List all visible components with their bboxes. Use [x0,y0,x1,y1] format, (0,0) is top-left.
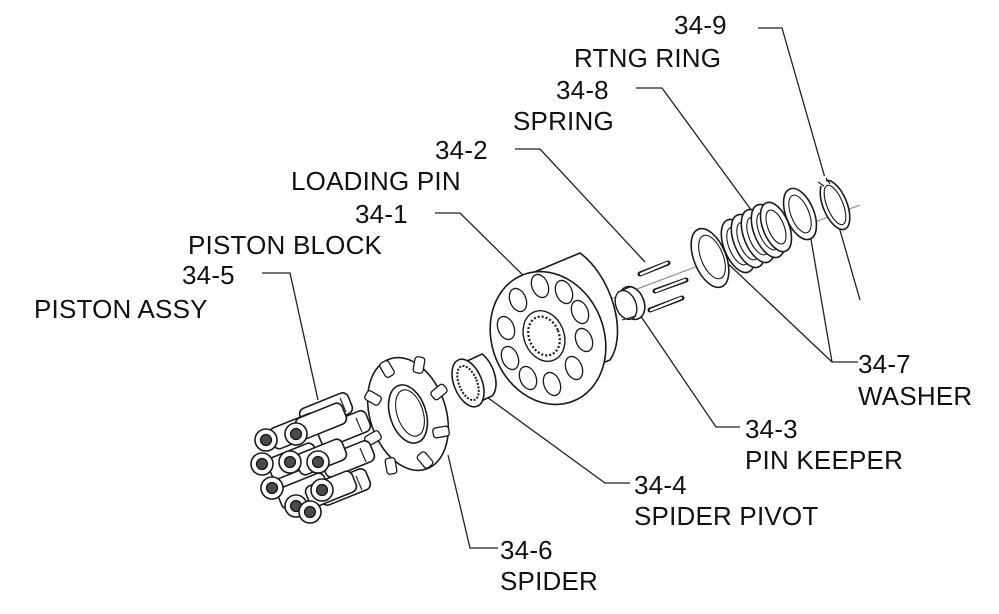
callout-name-spider: SPIDER [500,566,599,596]
retaining-ring-part [817,176,851,231]
callout-name-loading-pin: LOADING PIN [291,166,461,196]
callout-name-spring: SPRING [513,106,614,136]
washer-part-right [782,187,818,241]
leader-34-1 [435,212,539,291]
callout-number-34-2: 34-2 [435,135,488,165]
callout-number-34-1: 34-1 [355,199,408,229]
callout-number-34-4: 34-4 [634,470,687,500]
callout-number-34-6: 34-6 [500,535,553,565]
callout-name-piston-block: PISTON BLOCK [188,230,383,260]
pin-keeper-part [614,285,646,321]
leader-34-8 [636,87,761,223]
spider-part [364,356,450,475]
callout-name-spider-pivot: SPIDER PIVOT [634,501,819,531]
callout-number-34-9: 34-9 [674,10,727,40]
piston-block-part [489,252,619,406]
leader-34-2 [515,148,646,263]
callout-number-34-8: 34-8 [556,75,609,105]
leader-34-5 [262,272,319,401]
leader-34-6 [447,454,498,549]
leader-34-7a [807,221,858,363]
spring-part [720,201,793,274]
leader-34-9 [758,27,861,301]
callout-number-34-3: 34-3 [745,414,798,444]
spider-pivot-part [451,353,497,408]
callout-number-34-5: 34-5 [182,260,235,290]
loading-pins-part [637,260,689,313]
leader-34-4 [479,391,630,484]
callout-name-piston-assy: PISTON ASSY [34,294,208,324]
washer-part-left [690,227,730,289]
piston-assy-part [250,392,376,524]
callout-name-washer: WASHER [858,381,973,411]
leader-34-3 [639,314,740,428]
leader-34-7b [721,257,833,363]
callout-name-pin-keeper: PIN KEEPER [745,445,904,475]
callout-name-rtng-ring: RTNG RING [574,43,722,73]
callout-number-34-7: 34-7 [858,349,911,379]
